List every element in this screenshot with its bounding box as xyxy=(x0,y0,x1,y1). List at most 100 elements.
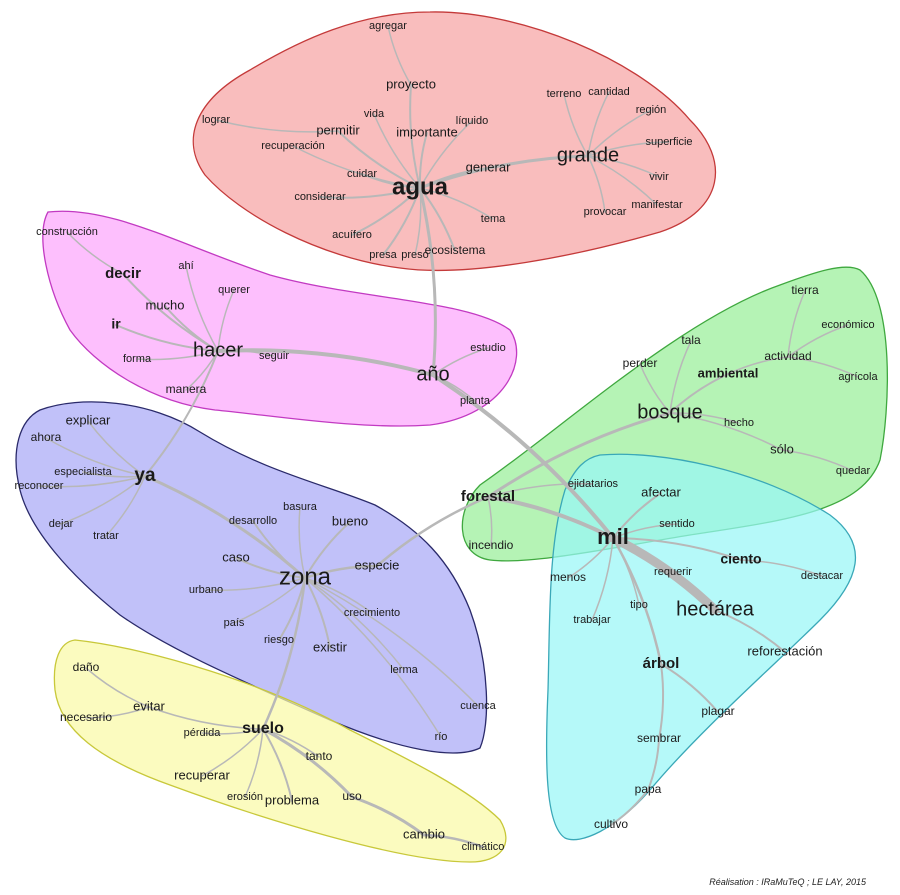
word-evitar: evitar xyxy=(133,698,165,713)
edge-decir-construccion xyxy=(66,231,124,275)
word-solo: sólo xyxy=(770,441,794,456)
edge-zona-existir xyxy=(304,577,331,649)
edge-grande-region xyxy=(587,109,652,157)
word-superficie: superficie xyxy=(645,136,692,148)
edge-mil-arbol xyxy=(611,536,663,666)
edge-agua-tema xyxy=(419,187,494,220)
edge-hacer-ahi xyxy=(185,265,219,352)
word-mucho: mucho xyxy=(145,297,184,312)
word-ahi: ahí xyxy=(178,260,193,272)
word-destacar: destacar xyxy=(801,570,844,582)
word-rio: río xyxy=(435,731,448,743)
word-mil: mil xyxy=(597,524,629,549)
word-vida: vida xyxy=(364,108,385,120)
cluster-halo-blue xyxy=(15,401,488,754)
word-reforestacion: reforestación xyxy=(747,643,822,658)
edge-bosque-perder xyxy=(639,363,671,414)
word-agua: agua xyxy=(392,173,449,200)
edge-hacer-ano xyxy=(216,348,435,377)
word-tratar: tratar xyxy=(93,530,119,542)
edge-zona-basura xyxy=(298,506,306,579)
word-proyecto: proyecto xyxy=(386,76,436,91)
edge-agua-ano xyxy=(418,186,437,377)
edge-agua-ecosistema xyxy=(419,187,456,252)
edge-mil-afectar xyxy=(612,492,662,539)
word-manera: manera xyxy=(166,382,207,396)
edge-bosque-hecho xyxy=(669,412,740,424)
edge-cambio-climatico xyxy=(422,833,485,849)
edge-grande-manifestar xyxy=(587,155,658,206)
edge-ya-especialista xyxy=(82,471,146,478)
word-afectar: afectar xyxy=(641,484,681,499)
edge-ya-explicar xyxy=(87,420,146,477)
edge-suelo-problema xyxy=(262,728,293,802)
edge-forestal-bosque xyxy=(486,411,672,499)
word-tala: tala xyxy=(681,333,701,347)
word-climatico: climático xyxy=(462,841,505,853)
word-cultivo: cultivo xyxy=(594,817,628,831)
edge-zona-pais xyxy=(233,577,306,624)
edge-papa-cultivo xyxy=(610,789,649,826)
edge-grande-vivir xyxy=(587,155,660,178)
word-importante: importante xyxy=(396,124,457,139)
edge-grande-terreno xyxy=(563,93,589,157)
word-ciento: ciento xyxy=(720,551,761,567)
edge-mil-ciento xyxy=(612,537,742,561)
word-urbano: urbano xyxy=(189,584,223,596)
word-region: región xyxy=(636,104,667,116)
graph-edges xyxy=(38,25,859,849)
edge-zona-lerma xyxy=(304,577,405,671)
edge-sembrar-papa xyxy=(647,738,660,791)
word-construccion: construcción xyxy=(36,226,98,238)
edge-suelo-recuperar xyxy=(201,728,264,777)
word-actividad: actividad xyxy=(764,349,811,363)
edge-uso-cambio xyxy=(350,795,426,837)
edge-zona-cuenca xyxy=(304,577,479,707)
edge-zona-urbano xyxy=(205,577,306,591)
edge-mil-menos xyxy=(567,537,614,579)
edge-evitar-dano xyxy=(85,667,150,708)
edge-agua-generar xyxy=(419,167,489,189)
word-requerir: requerir xyxy=(654,566,692,578)
word-quedar: quedar xyxy=(836,465,871,477)
word-grande: grande xyxy=(557,144,619,166)
word-planta: planta xyxy=(460,395,491,407)
word-preso: preso xyxy=(401,249,429,261)
word-ya: ya xyxy=(134,465,156,486)
word-sentido: sentido xyxy=(659,518,694,530)
edge-zona-rio xyxy=(304,577,442,738)
word-desarrollo: desarrollo xyxy=(229,515,277,527)
edge-arbol-sembrar xyxy=(658,663,665,740)
word-bueno: bueno xyxy=(332,513,368,528)
edge-suelo-erosion xyxy=(244,728,264,798)
word-necesario: necesario xyxy=(60,710,112,724)
word-erosion: erosión xyxy=(227,791,263,803)
word-problema: problema xyxy=(265,792,320,807)
word-generar: generar xyxy=(466,159,511,174)
word-permitir: permitir xyxy=(316,122,360,137)
word-tierra: tierra xyxy=(791,283,819,297)
word-recuperar: recuperar xyxy=(174,767,230,782)
edge-bosque-solo xyxy=(669,412,783,451)
word-perder: perder xyxy=(623,356,658,370)
word-ano: año xyxy=(416,363,449,385)
edge-hacer-forma xyxy=(136,350,219,361)
word-cuenca: cuenca xyxy=(460,700,496,712)
edge-agua-considerar xyxy=(319,187,421,199)
word-trabajar: trabajar xyxy=(573,614,611,626)
edge-bosque-tala xyxy=(669,340,692,414)
edge-ano-estudio xyxy=(432,347,489,376)
word-tanto: tanto xyxy=(306,749,333,763)
edge-permitir-lograr xyxy=(215,119,339,133)
word-terreno: terreno xyxy=(547,88,582,100)
edge-mil-trabajar xyxy=(591,537,614,621)
word-menos: menos xyxy=(550,570,586,584)
word-zona: zona xyxy=(279,563,332,590)
edge-suelo-uso xyxy=(261,727,354,799)
edge-hacer-ya xyxy=(144,350,219,477)
edge-actividad-agricola xyxy=(787,356,859,378)
edge-agua-grande xyxy=(418,154,590,190)
edge-agua-importante xyxy=(418,132,428,189)
